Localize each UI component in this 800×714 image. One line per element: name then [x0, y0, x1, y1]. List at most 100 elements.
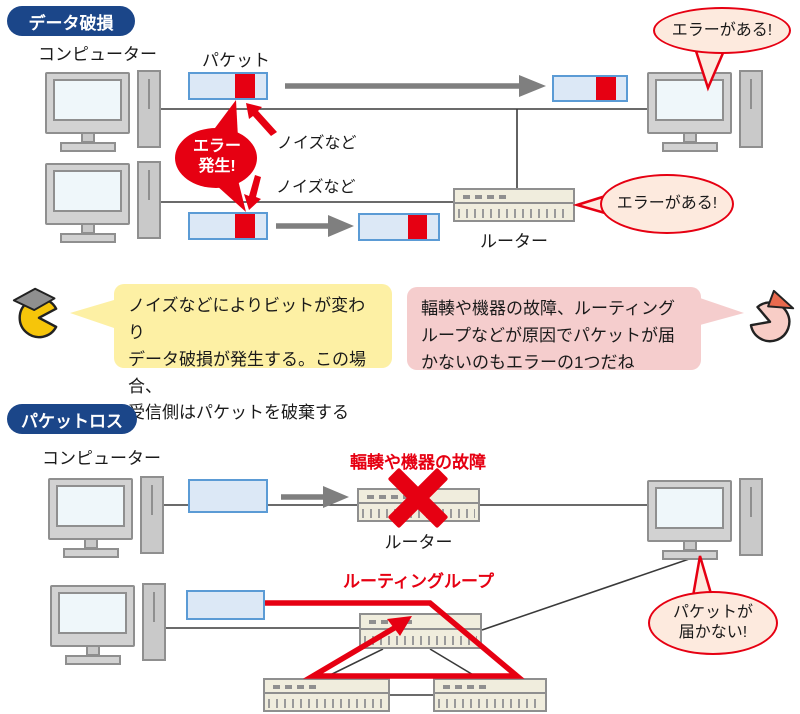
- pc-tower: [142, 583, 166, 661]
- corrupted-bits: [408, 215, 427, 239]
- arrow-packetloss-head: [323, 486, 349, 508]
- router-label: ルーター: [384, 533, 453, 552]
- monitor-base: [60, 142, 116, 152]
- bubble-text-line2: 届かない!: [678, 624, 748, 641]
- computer-label: コンピューター: [42, 449, 161, 468]
- failure-label: 輻輳や機器の故障: [350, 453, 486, 472]
- router-ports: [458, 209, 570, 218]
- computer-receiver-loss: [647, 478, 765, 562]
- router-leds: [361, 615, 480, 630]
- router-leds: [455, 190, 573, 204]
- packet-corrupted-2: [188, 212, 268, 240]
- computer-sender-loss-top: [48, 476, 166, 560]
- noise-label-bottom: ノイズなど: [276, 179, 356, 196]
- screen: [53, 170, 122, 212]
- router-loop-top: [359, 613, 482, 649]
- error-burst-line1: エラー: [192, 138, 241, 155]
- packet-received-bottom: [358, 213, 440, 241]
- note-line: 受信側はパケットを破棄する: [128, 403, 349, 423]
- monitor: [45, 163, 130, 225]
- monitor-base: [60, 233, 116, 243]
- pink-note-tail: [700, 298, 744, 325]
- note-line: データ破損が発生する。この場合、: [128, 349, 366, 396]
- routing-loop-label: ルーティングループ: [343, 572, 494, 591]
- corrupted-bits: [235, 74, 255, 98]
- router-corruption: [453, 188, 575, 222]
- bubble-error-router: エラーがある!: [600, 174, 734, 234]
- packet-received-top: [552, 75, 628, 102]
- noise-arrow-down-icon: [244, 175, 261, 210]
- router-ports: [364, 636, 477, 645]
- router-loop-right: [433, 678, 547, 712]
- monitor-base: [63, 548, 119, 558]
- pc-tower: [140, 476, 164, 554]
- tower-slot: [151, 485, 153, 515]
- bubble-packet-lost: パケットが 届かない!: [648, 591, 778, 655]
- router-loop-left: [263, 678, 390, 712]
- wire-loop-right: [429, 648, 481, 680]
- packet-label: パケット: [202, 51, 270, 70]
- burst-spike-down: [206, 176, 246, 212]
- packet-corrupted-1: [188, 72, 268, 100]
- note-line: ノイズなどによりビットが変わり: [128, 296, 366, 342]
- arrow-bottom-head: [328, 215, 354, 237]
- computer-receiver: [647, 70, 765, 154]
- tower-slot: [750, 487, 752, 517]
- tower-slot: [153, 592, 155, 622]
- router-failed: [357, 488, 480, 522]
- router-leds: [359, 490, 478, 504]
- router-leds: [435, 680, 545, 694]
- section-corruption-badge: データ破損: [7, 6, 135, 36]
- error-burst-text: エラー 発生!: [178, 137, 256, 177]
- note-packet-loss: 輻輳や機器の故障、ルーティング ループなどが原因でパケットが届 かないのもエラー…: [407, 287, 701, 372]
- bubble-text: エラーがある!: [671, 21, 773, 39]
- screen: [655, 79, 724, 121]
- screen: [53, 79, 122, 121]
- computer-sender-loss-bottom: [50, 583, 168, 667]
- router-leds: [265, 680, 388, 694]
- screen: [58, 592, 127, 634]
- packet-loss-top: [188, 479, 268, 513]
- corrupted-bits: [596, 77, 616, 100]
- monitor: [45, 72, 130, 134]
- router-label: ルーター: [480, 232, 548, 251]
- note-line: かないのもエラーの1つだね: [421, 352, 635, 372]
- tower-slot: [750, 79, 752, 109]
- packet-loss-bottom: [186, 590, 265, 620]
- arrow-top-head: [519, 75, 546, 97]
- pc-tower: [137, 70, 161, 148]
- note-data-corruption: ノイズなどによりビットが変わり データ破損が発生する。この場合、 受信側はパケッ…: [114, 284, 392, 422]
- router-ports: [438, 699, 542, 708]
- screen: [655, 487, 724, 529]
- scholar-pacman-icon: [12, 287, 58, 339]
- corrupted-bits: [235, 214, 255, 238]
- monitor: [647, 72, 732, 134]
- section-packetloss-badge: パケットロス: [7, 404, 137, 434]
- pc-tower: [739, 70, 763, 148]
- computer-sender-top: [45, 70, 163, 154]
- monitor-base: [65, 655, 121, 665]
- monitor-base: [662, 550, 718, 560]
- pc-tower: [739, 478, 763, 556]
- bubble-text: エラーがある!: [616, 195, 718, 212]
- monitor: [48, 478, 133, 540]
- computer-sender-bottom: [45, 161, 163, 245]
- tower-slot: [148, 170, 150, 200]
- yellow-note-tail: [70, 300, 114, 328]
- bubble-text-line1: パケットが: [672, 604, 753, 621]
- burst-spike-up: [206, 100, 238, 140]
- error-burst-line2: 発生!: [198, 158, 236, 175]
- pc-tower: [137, 161, 161, 239]
- computer-label: コンピューター: [38, 45, 157, 64]
- monitor-base: [662, 142, 718, 152]
- note-line: ループなどが原因でパケットが届: [421, 325, 675, 345]
- pink-bird-icon: [749, 289, 795, 343]
- screen: [56, 485, 125, 527]
- bubble-error-receiver: エラーがある!: [653, 7, 791, 54]
- tower-slot: [148, 79, 150, 109]
- router-ports: [268, 699, 385, 708]
- noise-arrow-up-icon: [246, 103, 277, 136]
- note-line: 輻輳や機器の故障、ルーティング: [421, 299, 675, 318]
- router-ports: [362, 509, 475, 518]
